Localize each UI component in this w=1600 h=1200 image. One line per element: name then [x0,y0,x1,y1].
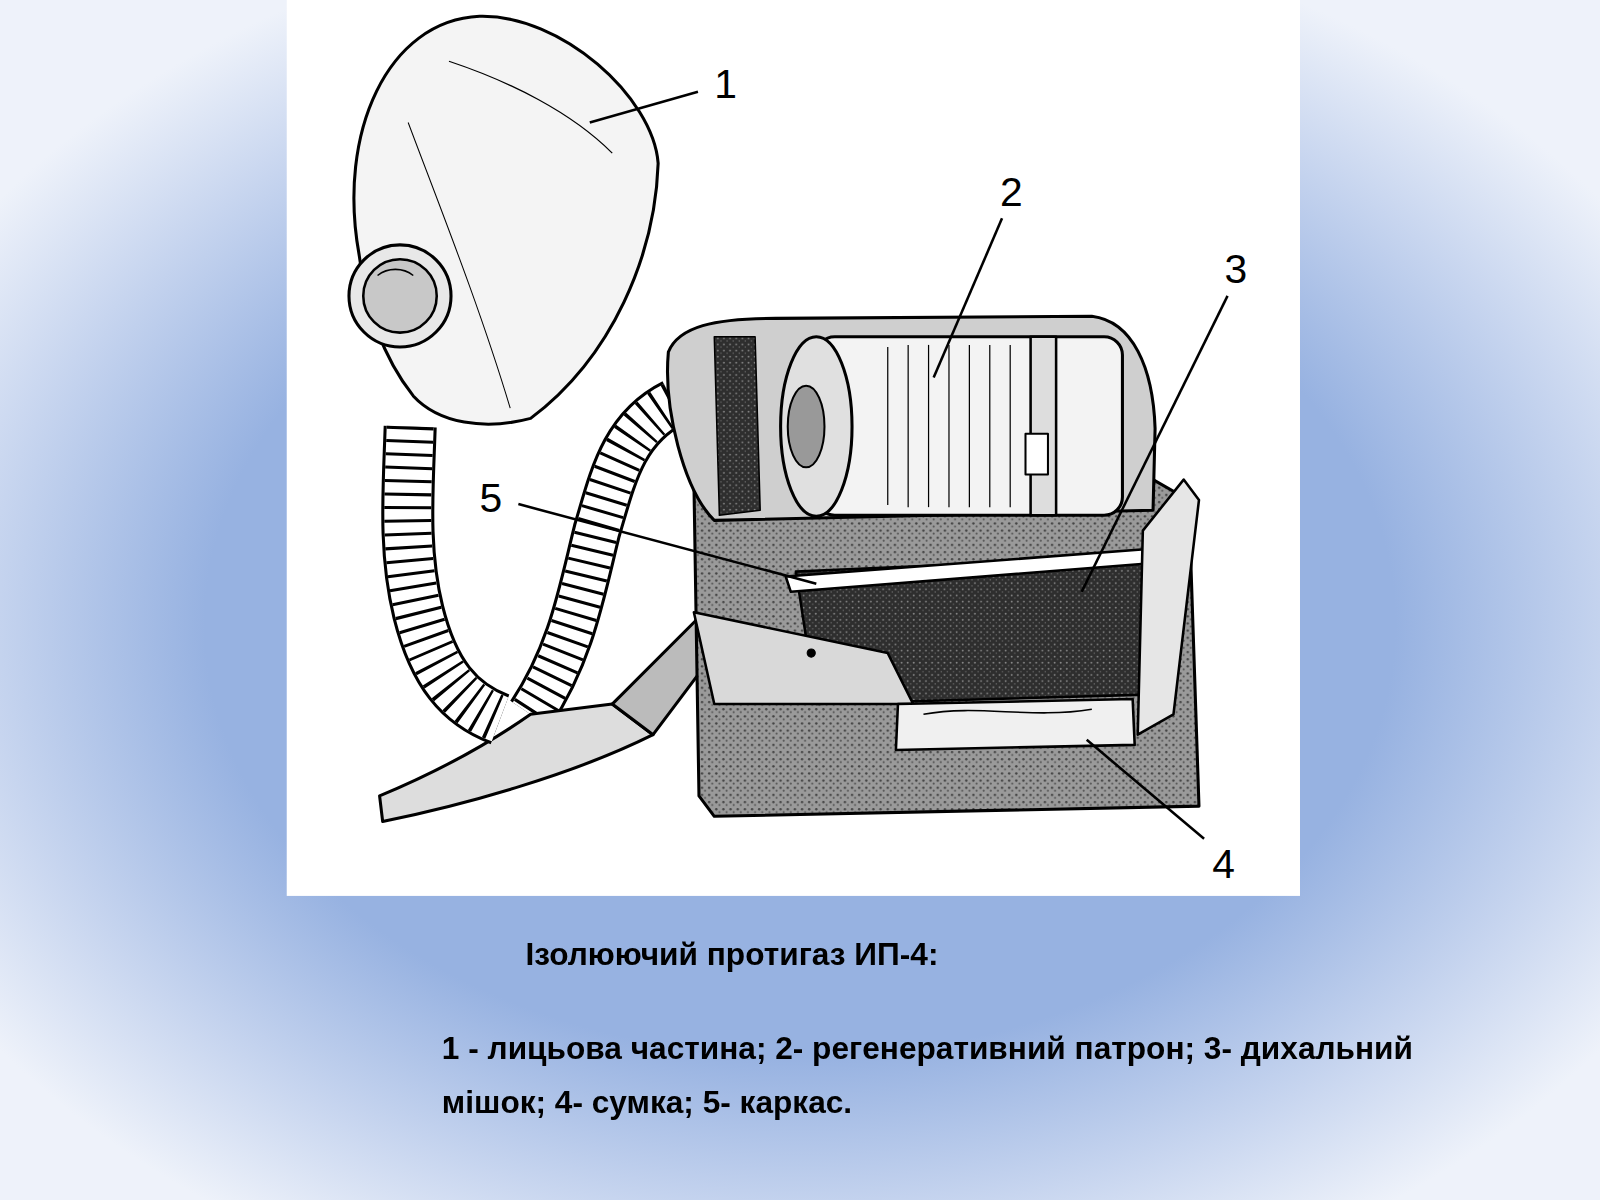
gas-mask-drawing [349,16,1199,821]
callout-number: 4 [1212,843,1235,884]
figure-title: Ізолюючий протигаз ИП-4: [526,929,939,983]
figure-panel [287,0,1300,896]
callout-number: 5 [480,478,503,519]
callout-number: 3 [1224,248,1247,289]
figure-caption: 1 - лицьова частина; 2- регенеративний п… [442,1022,1462,1130]
leader-lines [518,92,1227,839]
callout-number: 2 [1000,171,1023,212]
callout-number: 1 [714,63,737,104]
